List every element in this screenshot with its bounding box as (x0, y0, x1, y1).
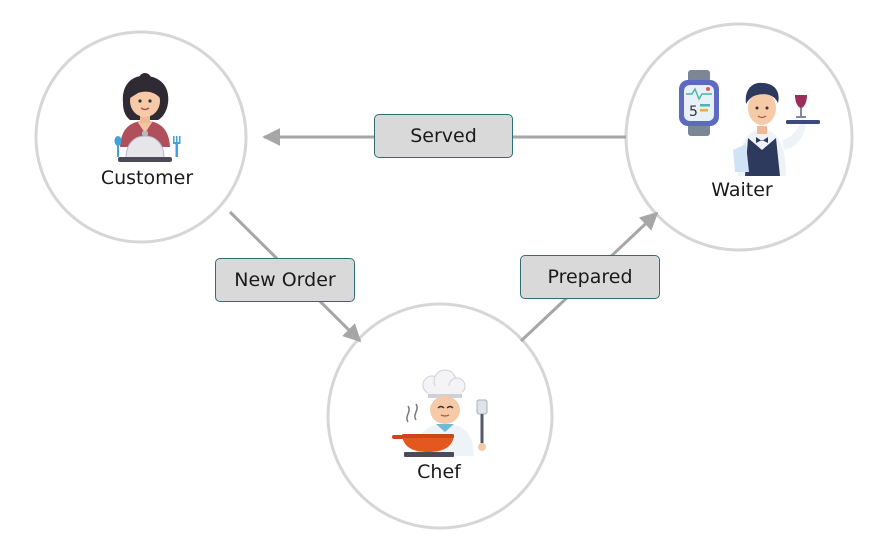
waiter-label: Waiter (711, 179, 773, 201)
customer-icon (114, 73, 181, 162)
chef-label: Chef (417, 461, 461, 483)
prepared-edge-label: Prepared (520, 255, 660, 299)
new-order-edge-label: New Order (215, 258, 355, 302)
waiter-icon: 5 (679, 70, 820, 176)
chef-icon (392, 369, 488, 457)
waiter-node (624, 22, 854, 252)
watch-digit: 5 (689, 104, 698, 120)
served-edge-label: Served (374, 114, 513, 158)
customer-label: Customer (100, 167, 194, 189)
